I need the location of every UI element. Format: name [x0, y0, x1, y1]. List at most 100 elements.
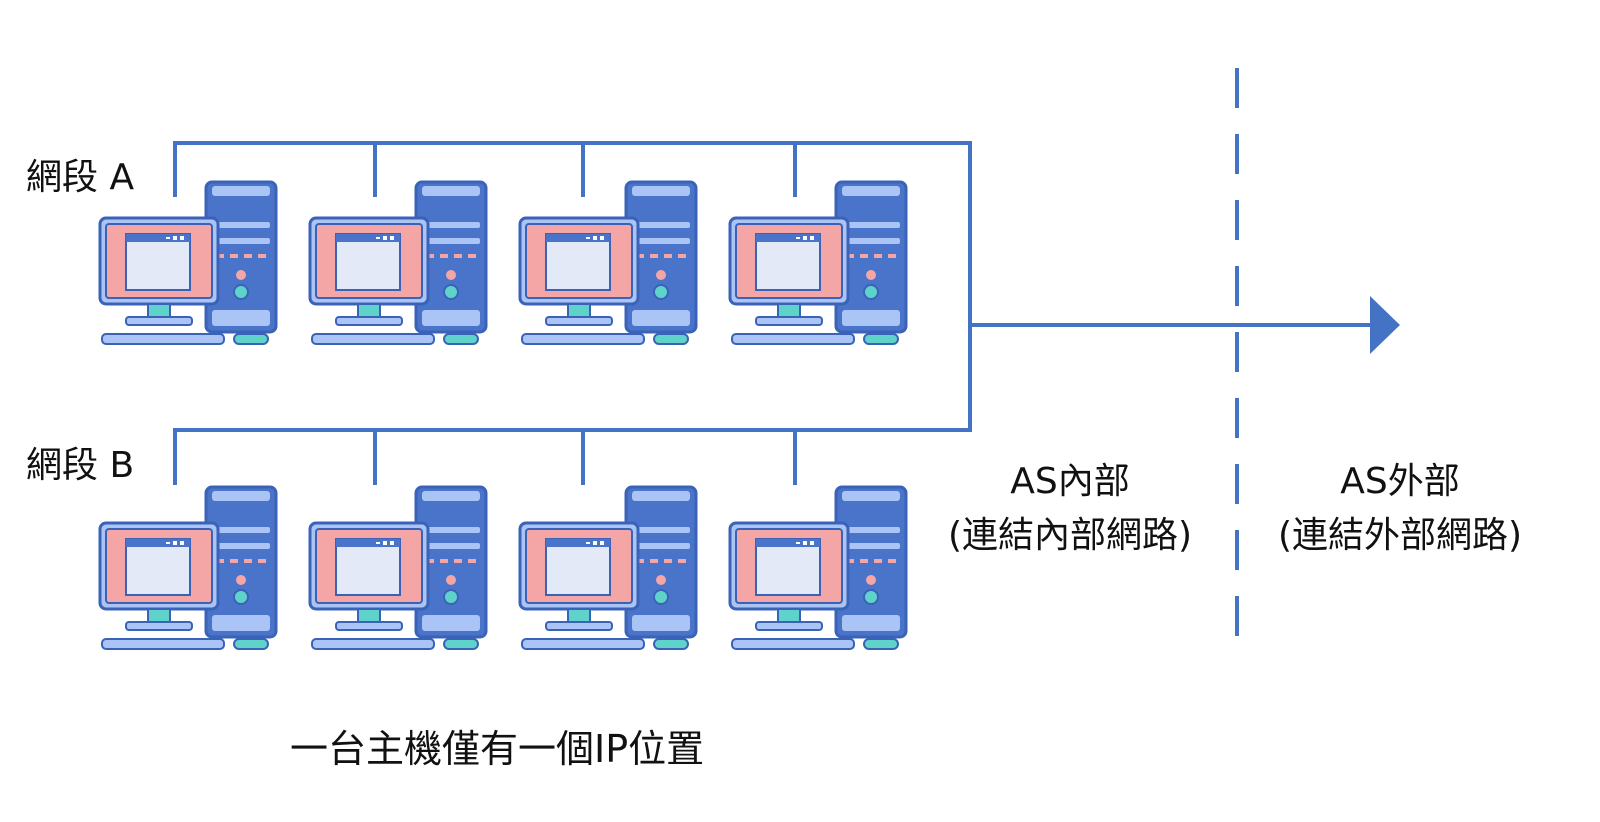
tower-base-panel — [212, 310, 270, 326]
drive-bay — [632, 543, 690, 549]
reset-button-icon — [656, 575, 666, 585]
tower-top-panel — [422, 186, 480, 196]
indicator-light — [230, 254, 238, 258]
maximize-icon — [383, 236, 387, 240]
reset-button-icon — [446, 575, 456, 585]
monitor-base — [545, 316, 613, 326]
mouse-icon — [863, 333, 899, 345]
power-button-icon — [863, 284, 879, 300]
indicator-light — [440, 559, 448, 563]
close-icon — [390, 541, 394, 545]
app-window — [335, 538, 401, 596]
power-button-icon — [653, 589, 669, 605]
tower-base-panel — [842, 310, 900, 326]
maximize-icon — [173, 236, 177, 240]
app-window — [125, 538, 191, 596]
indicator-light — [440, 254, 448, 258]
tower-top-panel — [842, 491, 900, 501]
segment-a-bus-line — [173, 141, 972, 485]
app-window — [755, 538, 821, 596]
indicator-light — [230, 559, 238, 563]
minimize-icon — [376, 237, 380, 239]
drive-bay — [422, 527, 480, 533]
indicator-light — [454, 254, 462, 258]
segment-b-computer-3 — [518, 485, 698, 650]
segment-a-computer-4 — [728, 180, 908, 345]
drive-bay — [842, 543, 900, 549]
mouse-icon — [653, 333, 689, 345]
window-title-bar — [126, 539, 190, 547]
tower-top-panel — [842, 186, 900, 196]
power-button-icon — [233, 589, 249, 605]
indicator-light — [468, 254, 476, 258]
as-inside-label: AS內部 (連結內部網路) — [945, 455, 1195, 563]
diagram-caption: 一台主機僅有一個IP位置 — [290, 727, 705, 771]
outbound-arrow-head — [1370, 296, 1400, 354]
mouse-icon — [653, 638, 689, 650]
minimize-icon — [166, 542, 170, 544]
indicator-light — [650, 254, 658, 258]
segment-a-computer-1 — [98, 180, 278, 345]
monitor-stand — [567, 303, 591, 319]
reset-button-icon — [236, 270, 246, 280]
reset-button-icon — [446, 270, 456, 280]
indicator-light — [888, 254, 896, 258]
close-icon — [600, 236, 604, 240]
maximize-icon — [593, 236, 597, 240]
indicator-light — [846, 254, 854, 258]
tower-top-panel — [632, 186, 690, 196]
indicator-light — [244, 254, 252, 258]
mouse-icon — [233, 638, 269, 650]
window-title-bar — [546, 234, 610, 242]
indicator-light — [258, 254, 266, 258]
monitor-stand — [147, 303, 171, 319]
keyboard-icon — [731, 333, 855, 345]
tower-top-panel — [212, 491, 270, 501]
indicator-light — [888, 559, 896, 563]
close-icon — [180, 236, 184, 240]
segment-b-computer-2 — [308, 485, 488, 650]
reset-button-icon — [236, 575, 246, 585]
segment-a-computer-3 — [518, 180, 698, 345]
as-outside-title: AS外部 — [1340, 461, 1460, 502]
monitor-stand — [777, 303, 801, 319]
tower-base-panel — [422, 310, 480, 326]
monitor-stand — [357, 303, 381, 319]
keyboard-icon — [521, 333, 645, 345]
indicator-light — [426, 559, 434, 563]
app-window — [755, 233, 821, 291]
drive-bay — [632, 222, 690, 228]
as-outside-label: AS外部 (連結外部網路) — [1270, 455, 1530, 563]
monitor-stand — [357, 608, 381, 624]
drive-bay — [212, 238, 270, 244]
drive-bay — [212, 222, 270, 228]
minimize-icon — [376, 542, 380, 544]
keyboard-icon — [731, 638, 855, 650]
minimize-icon — [586, 542, 590, 544]
minimize-icon — [586, 237, 590, 239]
keyboard-icon — [521, 638, 645, 650]
monitor-stand — [147, 608, 171, 624]
power-button-icon — [443, 284, 459, 300]
as-inside-title: AS內部 — [1010, 461, 1130, 502]
indicator-light — [426, 254, 434, 258]
app-window — [545, 538, 611, 596]
window-title-bar — [756, 234, 820, 242]
tower-top-panel — [212, 186, 270, 196]
tower-base-panel — [842, 615, 900, 631]
window-title-bar — [756, 539, 820, 547]
drive-bay — [212, 543, 270, 549]
drive-bay — [632, 238, 690, 244]
close-icon — [180, 541, 184, 545]
app-window — [125, 233, 191, 291]
power-button-icon — [233, 284, 249, 300]
window-title-bar — [336, 234, 400, 242]
segment-b-label: 網段 B — [26, 445, 135, 486]
tower-base-panel — [212, 615, 270, 631]
maximize-icon — [173, 541, 177, 545]
reset-button-icon — [656, 270, 666, 280]
indicator-light — [636, 254, 644, 258]
as-outside-description: (連結外部網路) — [1277, 515, 1523, 556]
app-window — [335, 233, 401, 291]
